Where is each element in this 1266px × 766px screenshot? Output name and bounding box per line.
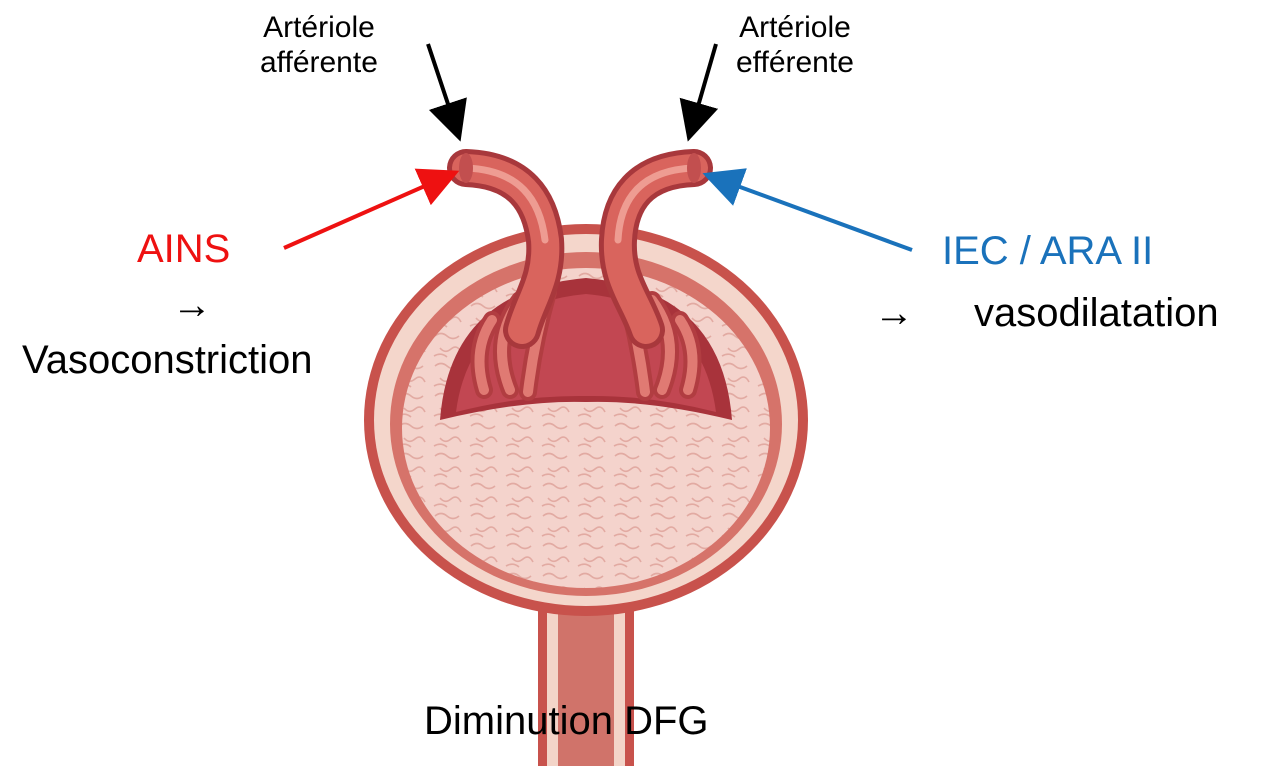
afferent-arteriole-label: Artériole afférente: [260, 10, 378, 80]
ains-arrow: [284, 174, 452, 248]
ains-label: AINS: [137, 226, 230, 272]
efferent-arteriole-label: Artériole efférente: [736, 10, 854, 80]
diminution-dfg-label: Diminution DFG: [424, 698, 709, 744]
afferent-line-2: afférente: [260, 45, 378, 80]
iec-arrow-symbol: →: [874, 290, 914, 336]
efferent-line-1: Artériole: [736, 10, 854, 45]
iec-arrow: [710, 176, 912, 250]
bowman-capsule: [364, 224, 808, 616]
vasoconstriction-label: Vasoconstriction: [22, 337, 313, 383]
vasodilatation-label: vasodilatation: [974, 290, 1219, 336]
afferent-pointer-arrow: [428, 44, 458, 134]
ains-arrow-symbol: →: [172, 282, 212, 328]
efferent-pointer-arrow: [690, 44, 716, 134]
iec-ara-label: IEC / ARA II: [942, 228, 1153, 274]
afferent-line-1: Artériole: [260, 10, 378, 45]
efferent-line-2: efférente: [736, 45, 854, 80]
